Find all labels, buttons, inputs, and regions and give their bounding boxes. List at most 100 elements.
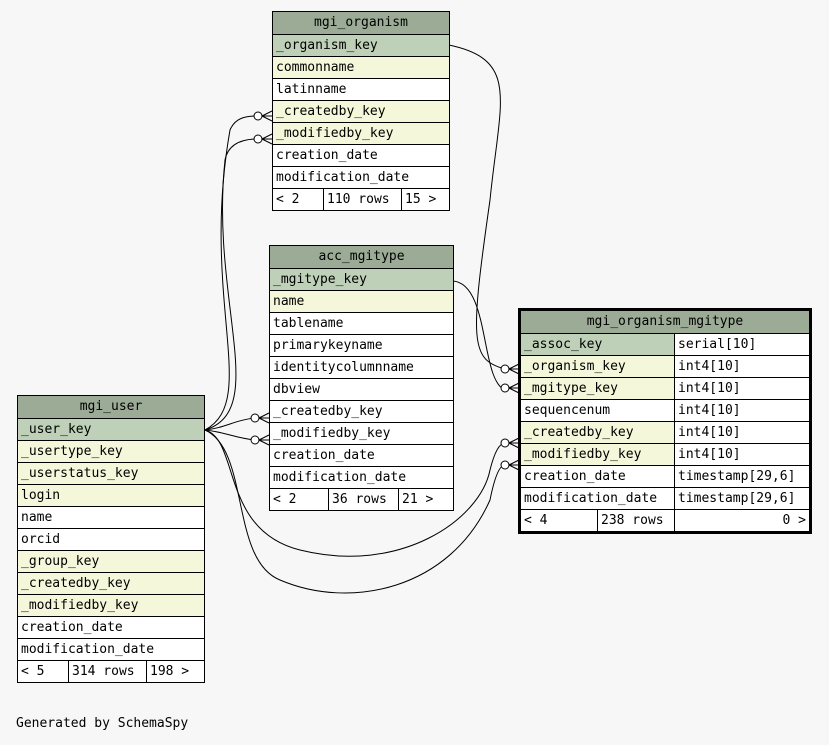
column-row[interactable]: tablename <box>270 312 453 334</box>
table-footer: < 5 314 rows 198 > <box>18 660 204 682</box>
column-row[interactable]: identitycolumnname <box>270 356 453 378</box>
column-row[interactable]: name <box>270 290 453 312</box>
column-row[interactable]: creation_date <box>270 444 453 466</box>
column-row[interactable]: _user_key <box>18 418 204 440</box>
column-name: _modifiedby_key <box>273 426 391 441</box>
column-row[interactable]: creation_date <box>273 144 449 166</box>
column-type: int4[10] <box>674 422 809 443</box>
column-row[interactable]: _mgitype_key <box>270 268 453 290</box>
column-name: sequencenum <box>521 400 674 421</box>
table-mgi-user[interactable]: mgi_user _user_key _usertype_key _userst… <box>17 395 205 683</box>
table-header[interactable]: acc_mgitype <box>270 246 453 268</box>
column-row[interactable]: commonname <box>273 56 449 78</box>
column-name: creation_date <box>521 466 674 487</box>
column-row[interactable]: login <box>18 484 204 506</box>
column-name: modification_date <box>21 642 155 657</box>
column-name: dbview <box>273 382 320 397</box>
column-name: creation_date <box>21 620 123 635</box>
column-name: _group_key <box>21 554 100 569</box>
column-type: timestamp[29,6] <box>674 466 809 487</box>
row-count: 238 rows <box>597 510 674 531</box>
column-row[interactable]: _createdby_key <box>270 400 453 422</box>
column-row[interactable]: _userstatus_key <box>18 462 204 484</box>
column-row[interactable]: creation_date <box>18 616 204 638</box>
table-mgi-organism[interactable]: mgi_organism _organism_key commonname la… <box>272 11 450 211</box>
edge-end-circle <box>250 413 260 423</box>
column-name: _user_key <box>21 422 92 437</box>
column-name: _createdby_key <box>21 576 131 591</box>
edge-organism-to-assoc <box>448 44 506 370</box>
table-footer: < 2 36 rows 21 > <box>270 488 453 510</box>
column-row[interactable]: _organism_key <box>273 34 449 56</box>
parents-count[interactable]: < 5 <box>18 661 68 682</box>
column-name: _mgitype_key <box>273 272 367 287</box>
column-row[interactable]: _group_key <box>18 550 204 572</box>
row-count: 36 rows <box>328 489 398 510</box>
column-row[interactable]: name <box>18 506 204 528</box>
column-row[interactable]: _modifiedby_key <box>270 422 453 444</box>
table-header[interactable]: mgi_organism_mgitype <box>521 311 809 333</box>
edge-end-circle <box>250 435 260 445</box>
column-name: _createdby_key <box>273 404 383 419</box>
column-type: int4[10] <box>674 444 809 465</box>
column-row[interactable]: primarykeyname <box>270 334 453 356</box>
column-name: commonname <box>276 60 355 75</box>
column-name: _mgitype_key <box>521 378 674 399</box>
table-title: mgi_user <box>79 399 143 414</box>
children-count[interactable]: 21 > <box>398 489 453 510</box>
parents-count[interactable]: < 4 <box>521 510 597 531</box>
generated-by-label: Generated by SchemaSpy <box>16 716 189 731</box>
column-row[interactable]: _createdby_key <box>273 100 449 122</box>
crowfoot-icon <box>508 437 520 449</box>
column-row[interactable]: _usertype_key <box>18 440 204 462</box>
table-header[interactable]: mgi_organism <box>273 12 449 34</box>
column-name: _userstatus_key <box>21 466 139 481</box>
column-name: modification_date <box>273 470 407 485</box>
column-type: int4[10] <box>674 356 809 377</box>
column-name: _createdby_key <box>276 104 386 119</box>
crowfoot-icon <box>258 412 270 424</box>
column-name: creation_date <box>273 448 375 463</box>
column-row[interactable]: dbview <box>270 378 453 400</box>
column-row[interactable]: modification_date <box>273 166 449 188</box>
table-footer: < 2 110 rows 15 > <box>273 188 449 210</box>
children-count[interactable]: 0 > <box>674 510 809 531</box>
crowfoot-icon <box>508 363 520 375</box>
column-type: timestamp[29,6] <box>674 488 809 509</box>
column-row[interactable]: _modifiedby_key <box>273 122 449 144</box>
table-header[interactable]: mgi_user <box>18 396 204 418</box>
parents-count[interactable]: < 2 <box>273 189 323 210</box>
row-count: 314 rows <box>68 661 146 682</box>
column-name: primarykeyname <box>273 338 383 353</box>
column-row[interactable]: modification_date <box>270 466 453 488</box>
table-acc-mgitype[interactable]: acc_mgitype _mgitype_key name tablename … <box>269 245 454 511</box>
column-row[interactable]: _modifiedby_key <box>18 594 204 616</box>
column-row[interactable]: latinname <box>273 78 449 100</box>
edge-mgitype-to-assoc <box>452 280 506 391</box>
parents-count[interactable]: < 2 <box>270 489 328 510</box>
column-name: _organism_key <box>521 356 674 377</box>
column-row[interactable]: modification_date <box>18 638 204 660</box>
edge-user-to-mgitype-modifiedby <box>204 429 256 441</box>
column-row[interactable]: orcid <box>18 528 204 550</box>
edge-end-circle <box>500 438 510 448</box>
column-row[interactable]: _createdby_key <box>18 572 204 594</box>
edge-user-to-assoc-modifiedby <box>204 429 506 594</box>
column-type: int4[10] <box>674 400 809 421</box>
children-count[interactable]: 198 > <box>146 661 204 682</box>
edge-user-to-organism-createdby <box>204 115 259 431</box>
table-footer: < 4 238 rows 0 > <box>521 509 809 531</box>
column-name: _modifiedby_key <box>276 126 394 141</box>
edge-end-circle <box>500 460 510 470</box>
children-count[interactable]: 15 > <box>401 189 449 210</box>
